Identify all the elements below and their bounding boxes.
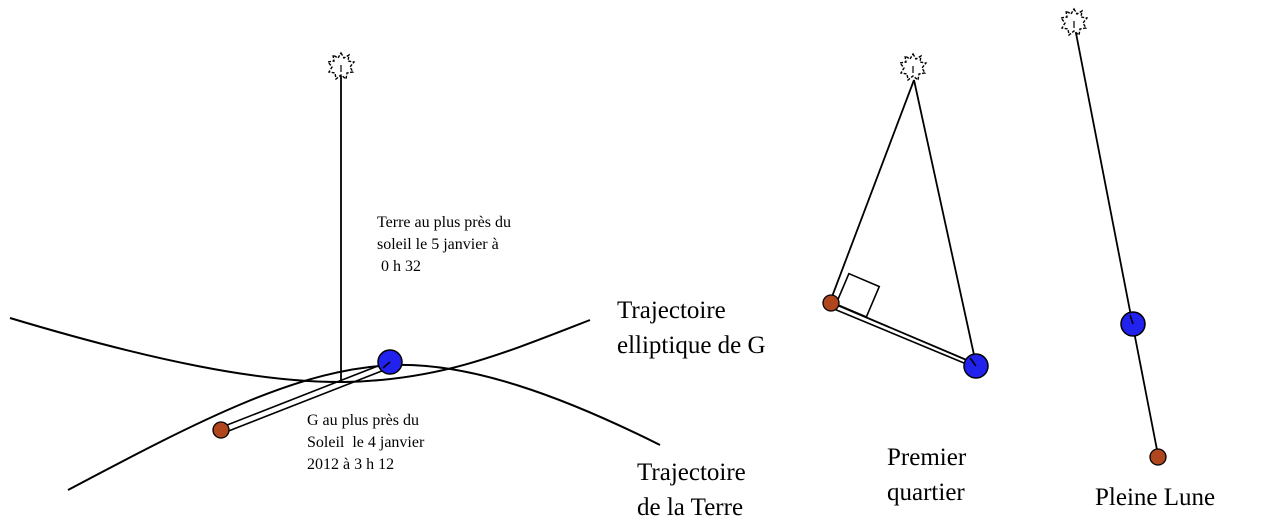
sun-icon	[1060, 8, 1088, 36]
earth-axis-mark	[1129, 314, 1134, 325]
g-perihelion-line-2: Soleil le 4 janvier	[307, 434, 425, 451]
full-moon-scene	[1060, 8, 1167, 466]
moon-icon	[212, 421, 230, 439]
sun-moon-line	[829, 79, 915, 303]
earth-perihelion-line-1: Terre au plus près du	[377, 214, 511, 231]
first-quarter-scene	[822, 53, 989, 379]
earth-orbit-label: Trajectoire de la Terre	[637, 455, 746, 525]
sun-earth-line	[913, 79, 977, 365]
earth-perihelion-line-3: 0 h 32	[377, 258, 421, 275]
sun-icon	[899, 53, 927, 81]
earth-orbit-line-2: de la Terre	[637, 494, 744, 521]
full-moon-label: Pleine Lune	[1095, 480, 1215, 515]
earth-axis-mark	[969, 357, 977, 367]
g-perihelion-line-3: 2012 à 3 h 12	[307, 456, 395, 473]
full-moon-line-1: Pleine Lune	[1095, 484, 1216, 511]
g-orbit-line-1: Trajectoire	[617, 297, 726, 324]
g-perihelion-label: G au plus près du Soleil le 4 janvier 20…	[307, 410, 424, 476]
first-quarter-line-2: quartier	[887, 479, 965, 506]
moon-icon	[1149, 448, 1167, 466]
earth-moon-line-b	[833, 308, 977, 369]
earth-perihelion-line-2: soleil le 5 janvier à	[377, 236, 499, 253]
g-perihelion-line-1: G au plus près du	[307, 412, 419, 429]
earth-moon-link-a	[221, 361, 389, 428]
g-orbit-path	[9, 317, 591, 384]
g-orbit-line-2: elliptique de G	[617, 332, 766, 359]
earth-perihelion-label: Terre au plus près du soleil le 5 janvie…	[377, 212, 511, 278]
first-quarter-line-1: Premier	[887, 444, 967, 471]
perihelion-scene	[9, 52, 661, 491]
earth-axis-mark	[382, 361, 391, 369]
first-quarter-label: Premier quartier	[887, 440, 966, 510]
sun-icon	[327, 52, 355, 80]
sun-earth-moon-line	[1074, 27, 1159, 456]
moon-icon	[822, 294, 840, 312]
earth-orbit-line-1: Trajectoire	[637, 459, 746, 486]
earth-moon-link-b	[225, 366, 393, 433]
right-angle-marker	[834, 272, 881, 318]
g-orbit-label: Trajectoire elliptique de G	[617, 293, 766, 363]
